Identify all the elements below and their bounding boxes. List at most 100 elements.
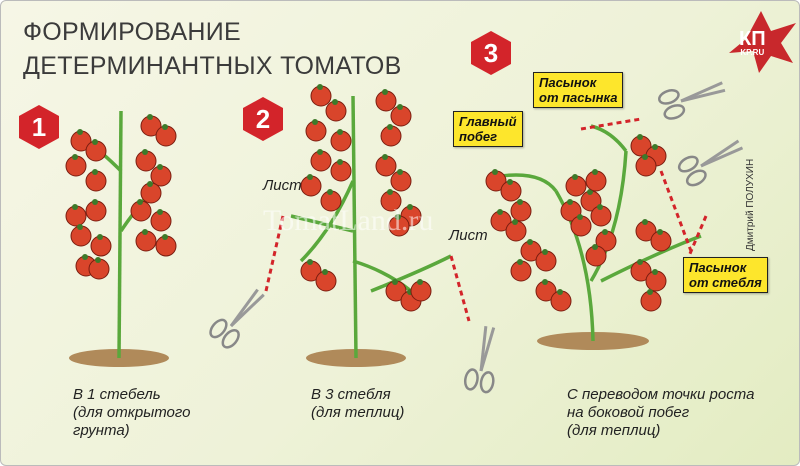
tomato-calyx: [642, 219, 648, 225]
tomato-calyx: [507, 179, 513, 185]
scissors-icon: [657, 81, 726, 120]
tomato-calyx: [512, 219, 518, 225]
caption-method-1: В 1 стебель (для открытого грунта): [73, 386, 190, 440]
tomato-calyx: [597, 204, 603, 210]
kp-logo: КП KP.RU: [739, 29, 766, 57]
scissors-icon: [463, 326, 496, 394]
tomato-calyx: [337, 159, 343, 165]
tomato-calyx: [557, 289, 563, 295]
tomato-calyx: [72, 154, 78, 160]
stem: [351, 95, 358, 359]
tomato-calyx: [382, 89, 388, 95]
callout-text: от пасынка: [539, 90, 618, 105]
stem: [589, 150, 628, 282]
tomato-calyx: [407, 204, 413, 210]
tomato-calyx: [162, 234, 168, 240]
tomato-calyx: [397, 104, 403, 110]
stem: [117, 110, 123, 359]
tomato-calyx: [387, 124, 393, 130]
tomato-calyx: [542, 279, 548, 285]
tomato-calyx: [542, 249, 548, 255]
callout-stepson-of-stepson: Пасынок от пасынка: [533, 72, 624, 108]
tomato-calyx: [137, 199, 143, 205]
page-title: ФОРМИРОВАНИЕ ДЕТЕРМИНАНТНЫХ ТОМАТОВ: [23, 15, 402, 83]
tomato-calyx: [652, 144, 658, 150]
cut-line: [580, 117, 642, 131]
caption-line: грунта): [73, 422, 130, 439]
stem: [370, 254, 452, 293]
tomato-calyx: [317, 84, 323, 90]
caption-line: на боковой побег: [567, 404, 690, 421]
tomato-calyx: [142, 229, 148, 235]
leaf-label-right: Лист: [449, 227, 488, 244]
tomato-calyx: [657, 229, 663, 235]
watermark: TomatLand.ru: [263, 204, 434, 237]
tomato-calyx: [322, 269, 328, 275]
tomato-calyx: [572, 174, 578, 180]
tomato-calyx: [162, 124, 168, 130]
caption-line: В 1 стебель: [73, 386, 161, 403]
tomato-calyx: [492, 169, 498, 175]
callout-text: побег: [459, 129, 498, 144]
tomato-calyx: [77, 129, 83, 135]
callout-text: Пасынок: [539, 75, 597, 90]
tomato-calyx: [307, 259, 313, 265]
logo-star: [729, 11, 796, 73]
cut-line: [687, 215, 708, 257]
tomato-calyx: [602, 229, 608, 235]
stem: [600, 234, 702, 283]
title-line-1: ФОРМИРОВАНИЕ: [23, 18, 242, 46]
logo-sub: KP.RU: [740, 48, 765, 57]
tomato-calyx: [157, 164, 163, 170]
tomato-calyx: [637, 134, 643, 140]
caption-method-3: С переводом точки роста на боковой побег…: [567, 386, 754, 440]
caption-line: (для открытого: [73, 404, 191, 421]
tomato-calyx: [497, 209, 503, 215]
tomato-calyx: [307, 174, 313, 180]
tomato-calyx: [337, 129, 343, 135]
tomato-calyx: [142, 149, 148, 155]
tomato-calyx: [527, 239, 533, 245]
author-credit: Дмитрий ПОЛУХИН: [745, 158, 756, 251]
tomato-calyx: [157, 209, 163, 215]
tomato-calyx: [312, 119, 318, 125]
cut-line: [264, 215, 285, 292]
stem: [352, 259, 413, 293]
tomato-calyx: [395, 214, 401, 220]
cut-line: [449, 255, 471, 322]
stem: [290, 214, 354, 233]
callout-main-shoot: Главный побег: [453, 111, 523, 147]
tomato-calyx: [95, 257, 101, 263]
leaf-label-left: Лист: [263, 177, 302, 194]
callout-stepson-of-stem: Пасынок от стебля: [683, 257, 768, 293]
tomato-calyx: [642, 154, 648, 160]
tomato-calyx: [147, 181, 153, 187]
tomato-calyx: [592, 169, 598, 175]
tomato-calyx: [587, 189, 593, 195]
tomato-calyx: [517, 199, 523, 205]
tomato-calyx: [92, 169, 98, 175]
tomato-calyx: [517, 259, 523, 265]
tomato-calyx: [647, 289, 653, 295]
tomato-calyx: [327, 189, 333, 195]
tomato-calyx: [97, 234, 103, 240]
stem: [500, 173, 558, 193]
tomato-calyx: [652, 269, 658, 275]
tomato-calyx: [637, 259, 643, 265]
tomato-calyx: [397, 169, 403, 175]
tomato-calyx: [77, 224, 83, 230]
tomato-calyx: [317, 149, 323, 155]
caption-line: С переводом точки роста: [567, 386, 755, 403]
scissors-icon: [677, 139, 744, 187]
stem: [590, 124, 628, 153]
tomato-calyx: [382, 154, 388, 160]
tomato-calyx: [82, 254, 88, 260]
tomato-calyx: [147, 114, 153, 120]
caption-line: В 3 стебля: [311, 386, 391, 403]
title-line-2: ДЕТЕРМИНАНТНЫХ ТОМАТОВ: [23, 52, 402, 80]
caption-method-2: В 3 стебля (для теплиц): [311, 386, 404, 422]
logo-main: КП: [739, 28, 766, 50]
tomato-calyx: [72, 204, 78, 210]
